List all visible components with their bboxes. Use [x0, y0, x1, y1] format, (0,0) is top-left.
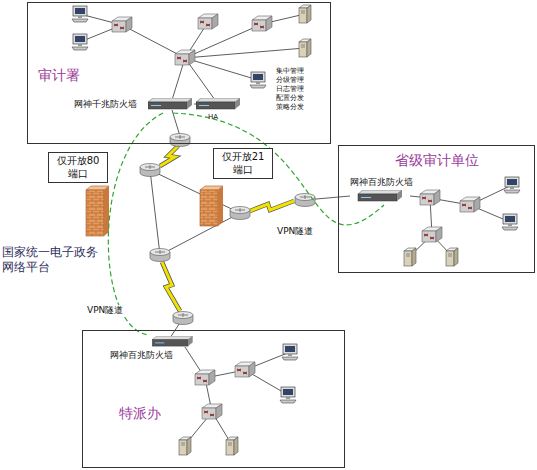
device-label: 网神千兆防火墙: [74, 99, 137, 110]
callout-text: 仅开放21 端口: [217, 151, 269, 176]
vpn-tunnel: [173, 113, 384, 225]
management-function: 集中管理: [276, 67, 304, 75]
gigabit-firewall: 网神千兆防火墙: [73, 97, 243, 113]
tunnel-label: VPN隧道: [276, 226, 314, 237]
network-devices: [72, 5, 520, 455]
wan-bolts: [160, 146, 294, 311]
tunnel-label: VPN隧道: [86, 305, 124, 316]
management-function: 策略分发: [276, 103, 304, 111]
port-callout: 仅开放21 端口: [213, 148, 273, 179]
special-office-region: 特派办 网神百兆防火墙: [82, 330, 345, 468]
management-function: 分级管理: [276, 76, 304, 84]
egov-cloud: 国家统一电子政务 网络平台: [0, 148, 260, 290]
device-label: 网神百兆防火墙: [350, 177, 413, 188]
callout-text: 仅开放80 端口: [52, 155, 104, 180]
megabit-firewall: 网神百兆防火墙: [109, 335, 209, 364]
cloud-title: 国家统一电子政务 网络平台: [2, 245, 102, 275]
management-function: 配置分发: [276, 94, 304, 102]
management-function: 日志管理: [276, 85, 304, 93]
device-label: 网神百兆防火墙: [110, 350, 173, 361]
megabit-firewall: 网神百兆防火墙: [349, 177, 419, 205]
region-title: 特派办: [119, 405, 161, 423]
vpn-tunnel: [108, 113, 163, 335]
ha-label: HA: [208, 113, 218, 121]
provincial-region: 省级审计单位网神百兆防火墙: [338, 145, 535, 273]
brick-firewalls: [86, 186, 223, 236]
port-callout: 仅开放80 端口: [48, 152, 108, 183]
region-title: 审计署: [38, 67, 80, 85]
lan-wires: [80, 14, 512, 445]
region-title: 省级审计单位: [395, 152, 479, 170]
